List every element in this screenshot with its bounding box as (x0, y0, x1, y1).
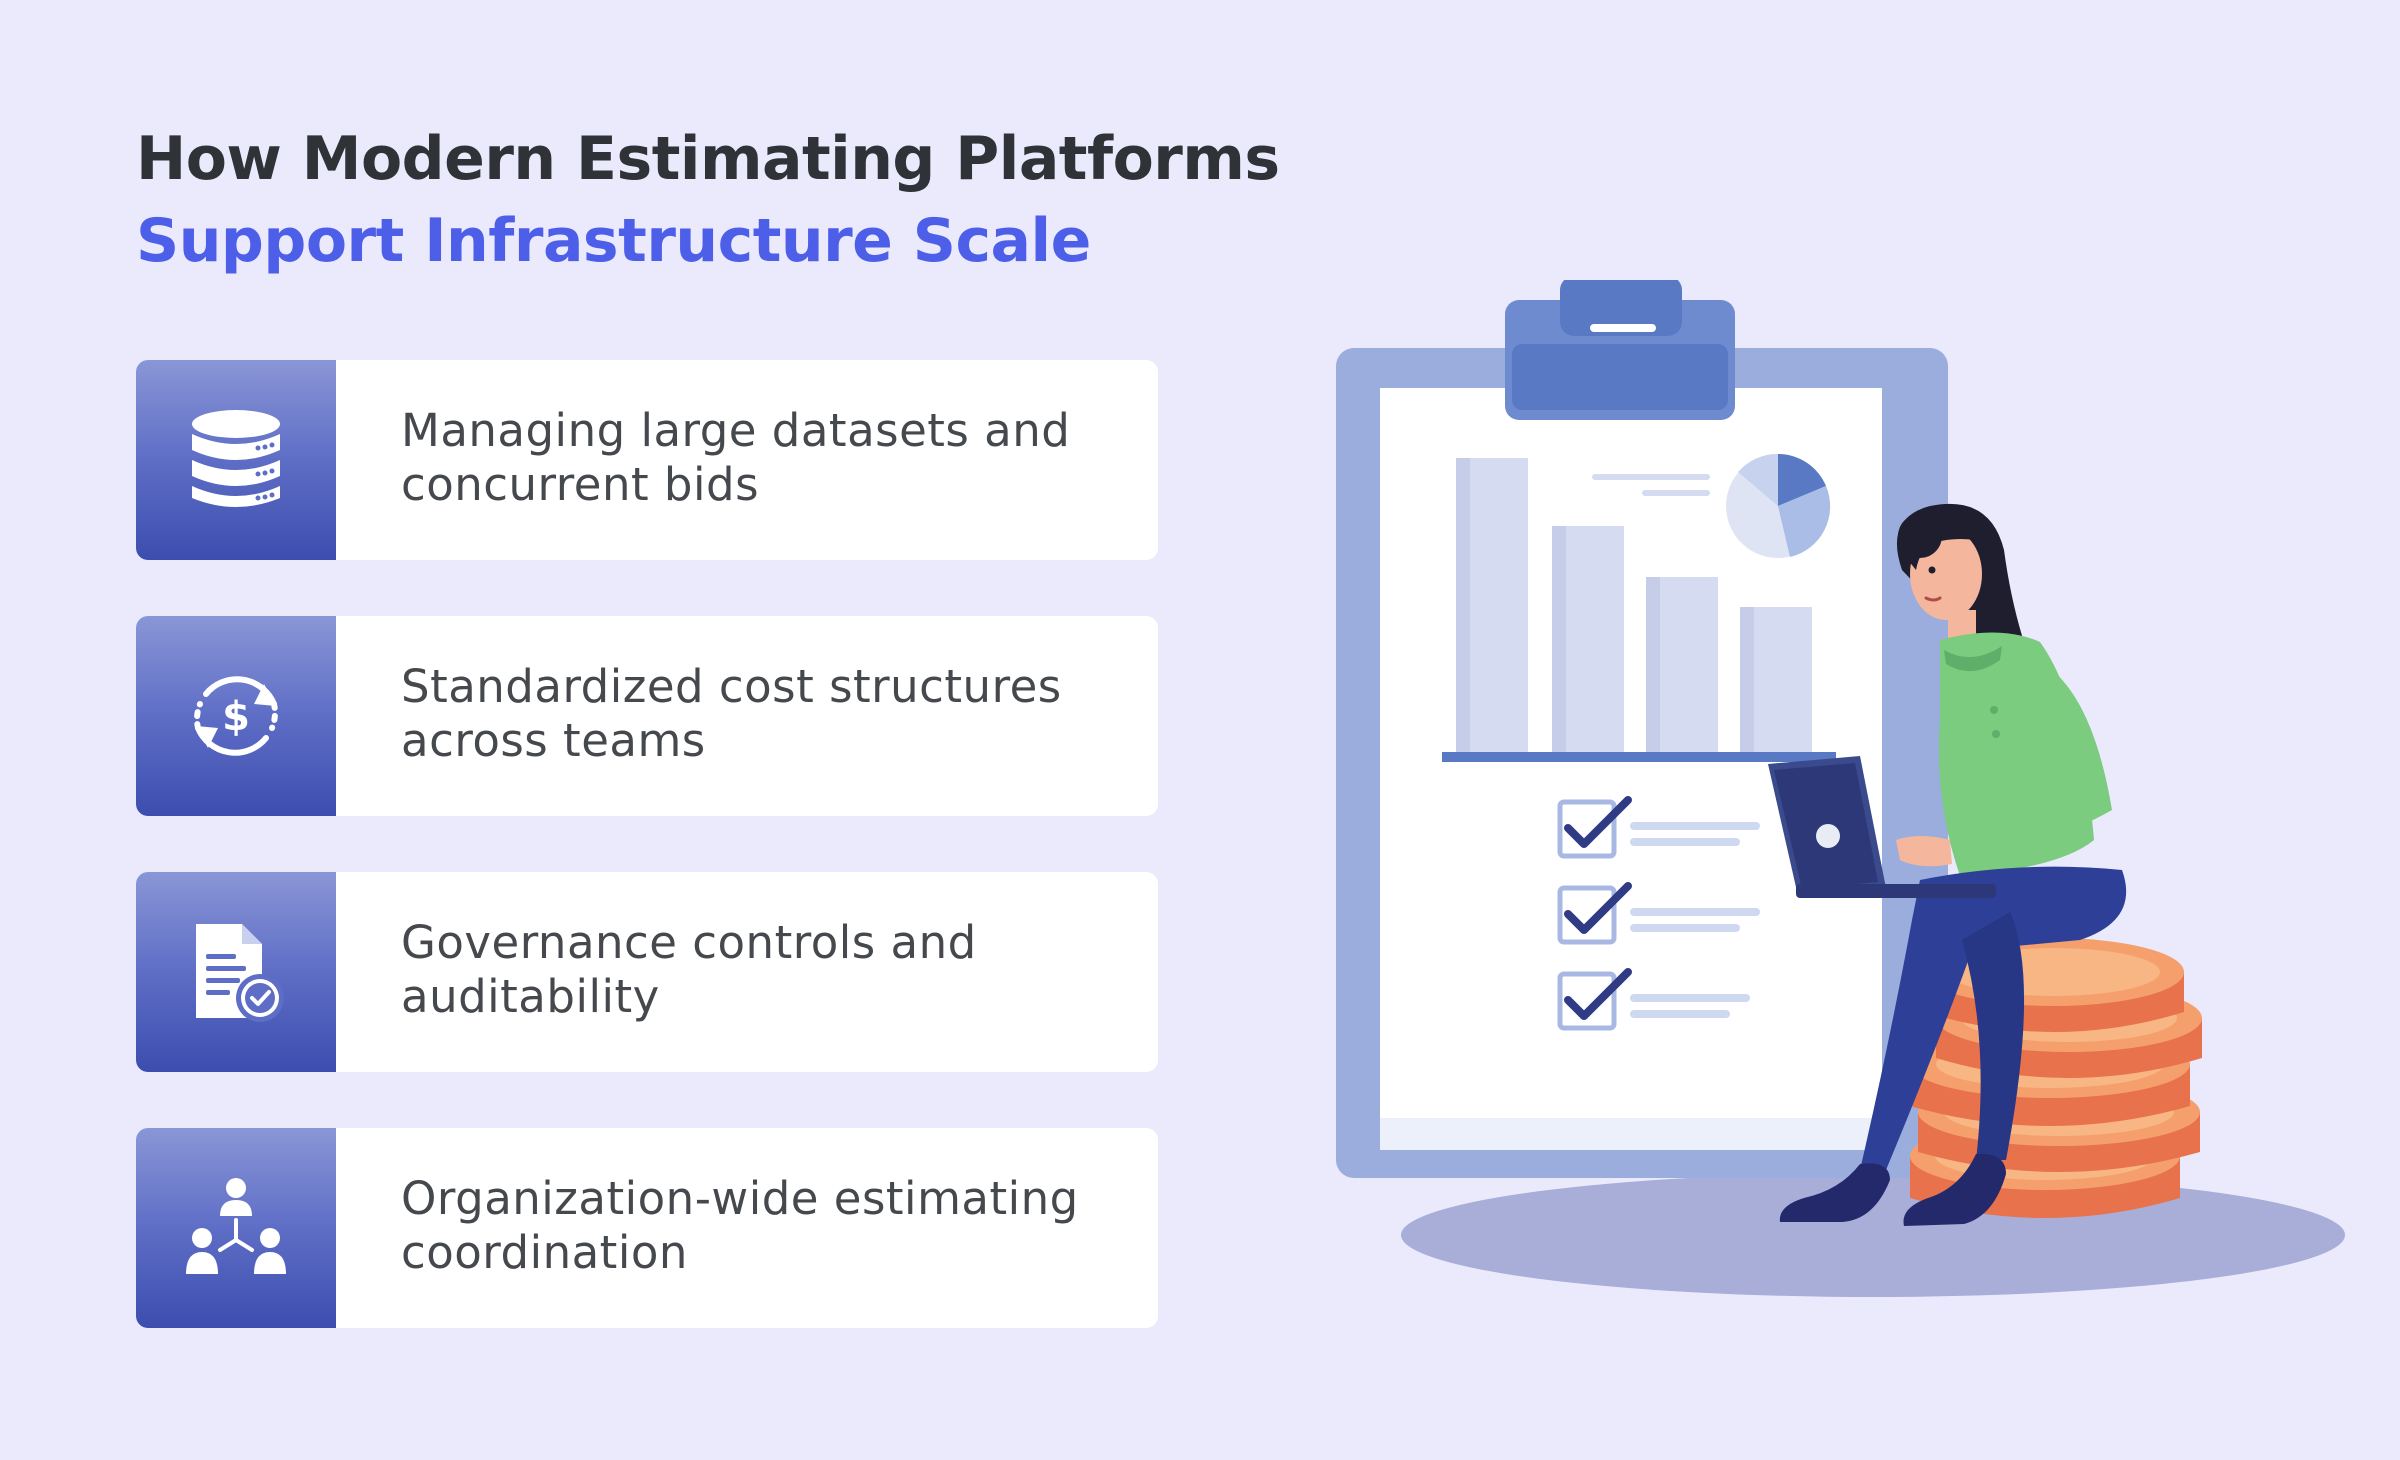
feature-icon-tile (136, 360, 336, 560)
feature-text: Standardized cost structures across team… (401, 660, 1121, 768)
title-line-2: Support Infrastructure Scale (136, 206, 1091, 276)
feature-line-1: Standardized cost structures (401, 660, 1062, 713)
feature-icon-tile: $ (136, 616, 336, 816)
feature-card-datasets: Managing large datasets and concurrent b… (136, 360, 1158, 560)
feature-text: Managing large datasets and concurrent b… (401, 404, 1121, 512)
clipboard (1336, 280, 1948, 1178)
feature-line-2: auditability (401, 970, 660, 1023)
feature-line-1: Organization-wide estimating (401, 1172, 1079, 1225)
feature-text: Organization-wide estimating coordinatio… (401, 1172, 1121, 1280)
feature-line-2: concurrent bids (401, 458, 760, 511)
feature-card-coordination: Organization-wide estimating coordinatio… (136, 1128, 1158, 1328)
feature-card-governance: Governance controls and auditability (136, 872, 1158, 1072)
pie-chart (1726, 453, 1831, 558)
page-title: How Modern Estimating Platforms Support … (136, 118, 1280, 282)
feature-line-1: Managing large datasets and (401, 404, 1071, 457)
feature-line-2: coordination (401, 1226, 688, 1279)
team-hierarchy-icon (186, 1178, 286, 1274)
feature-line-2: across teams (401, 714, 706, 767)
feature-icon-tile (136, 1128, 336, 1328)
title-line-1: How Modern Estimating Platforms (136, 124, 1280, 194)
checklist (1557, 796, 1760, 1031)
feature-text: Governance controls and auditability (401, 916, 1121, 1024)
feature-line-1: Governance controls and (401, 916, 977, 969)
woman (1768, 503, 2127, 1226)
dollar-cycle-icon: $ (194, 676, 278, 756)
woman-laptop-illustration (1336, 280, 2345, 1297)
document-check-icon (196, 924, 284, 1022)
database-icon (192, 410, 280, 507)
feature-icon-tile (136, 872, 336, 1072)
bar-chart (1442, 458, 1836, 762)
feature-card-cost-structures: $ Standardized cost structures across te… (136, 616, 1158, 816)
svg-text:$: $ (222, 694, 250, 740)
